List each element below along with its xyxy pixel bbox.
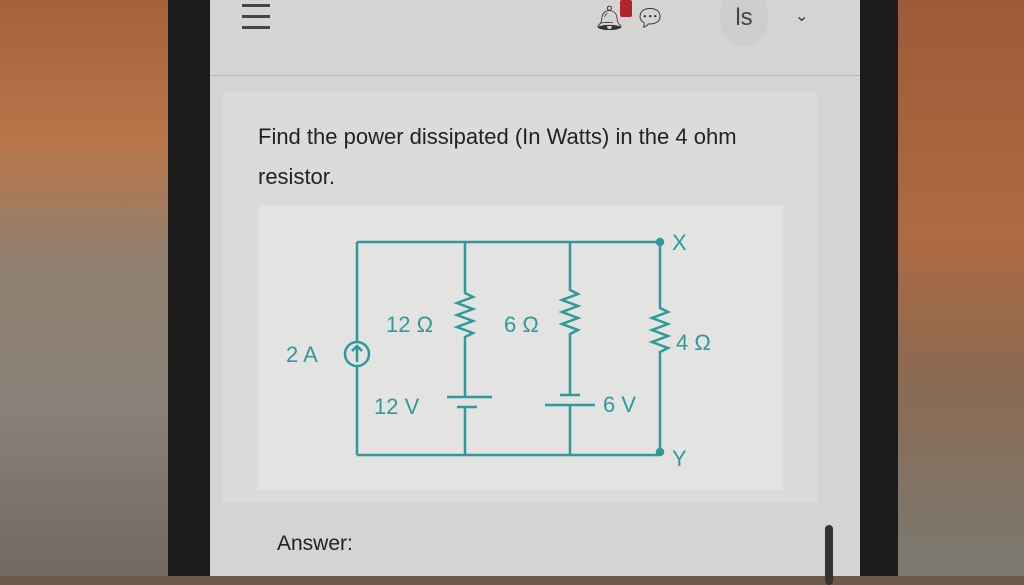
scrollbar[interactable] [825, 525, 833, 585]
circuit-diagram: 2 A 12 Ω 6 Ω 4 Ω 12 V 6 V X Y [258, 205, 783, 490]
node-y-label: Y [672, 446, 687, 471]
phone-screen: 🔔︎ 💬︎ ls ⌄ Find the power dissipated (In… [210, 0, 860, 585]
answer-label: Answer: [277, 532, 353, 555]
background-wood-right [884, 0, 1024, 576]
r2-label: 6 Ω [504, 312, 539, 337]
top-bar: 🔔︎ 💬︎ ls ⌄ [210, 0, 860, 76]
battery-12v [447, 395, 492, 409]
branch-12ohm [453, 242, 477, 455]
question-text: Find the power dissipated (In Watts) in … [258, 124, 737, 189]
r1-label: 12 Ω [386, 312, 433, 337]
background-wood-left [0, 0, 175, 576]
branch-4ohm [648, 242, 672, 452]
node-y-dot [655, 447, 665, 457]
user-avatar[interactable]: ls [720, 0, 768, 46]
arrow-up-icon [351, 344, 363, 362]
source-label: 2 A [286, 342, 318, 367]
v1-label: 12 V [374, 394, 420, 419]
bell-icon[interactable]: 🔔︎ [594, 5, 625, 32]
current-source [343, 340, 371, 368]
battery-6v [545, 393, 595, 407]
r3-label: 4 Ω [676, 330, 711, 355]
chat-bubble-icon[interactable]: 💬︎ [635, 5, 666, 32]
notification-badge [620, 0, 632, 17]
v2-label: 6 V [603, 392, 636, 417]
node-x-label: X [672, 230, 687, 255]
node-x-dot [655, 237, 665, 247]
hamburger-icon[interactable] [242, 4, 270, 37]
branch-6ohm [558, 242, 582, 455]
chevron-down-icon[interactable]: ⌄ [795, 8, 809, 25]
